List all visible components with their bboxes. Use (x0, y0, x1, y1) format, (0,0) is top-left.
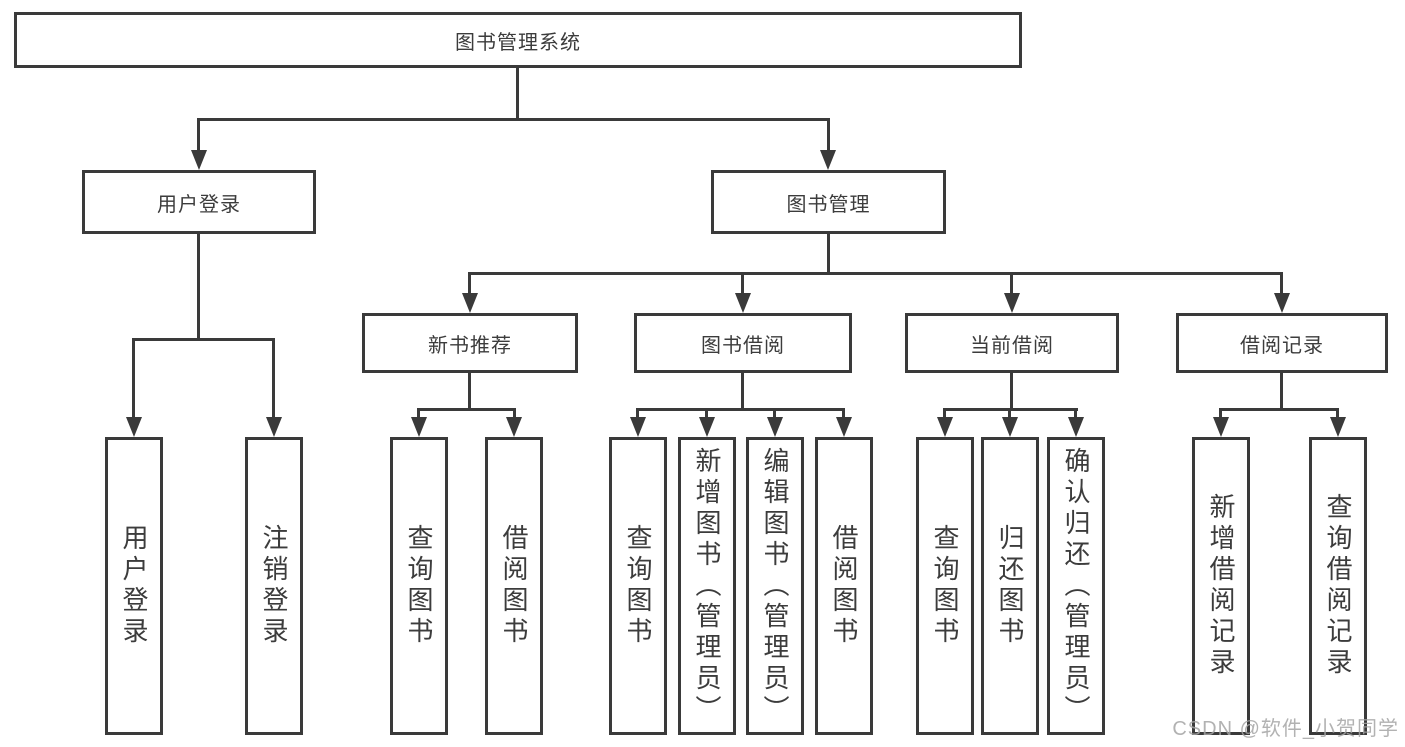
arrowhead-icon (836, 417, 852, 437)
connector-line (417, 408, 516, 411)
connector-line (1280, 272, 1283, 298)
connector-line (468, 272, 1283, 275)
connector-line (197, 118, 830, 121)
connector-line (773, 408, 776, 420)
arrowhead-icon (735, 293, 751, 313)
connector-line (132, 338, 275, 341)
arrowhead-icon (191, 150, 207, 170)
node-book-management: 图书管理 (711, 170, 946, 234)
node-library-management-system: 图书管理系统 (14, 12, 1022, 68)
connector-line (827, 118, 830, 156)
connector-line (1010, 272, 1013, 298)
arrowhead-icon (1068, 417, 1084, 437)
leaf-query-books-current: 查询图书 (916, 437, 974, 735)
connector-line (197, 234, 200, 338)
node-borrowing-records: 借阅记录 (1176, 313, 1388, 373)
connector-line (636, 408, 639, 420)
connector-line (1219, 408, 1339, 411)
arrowhead-icon (1002, 417, 1018, 437)
leaf-query-books-recommend: 查询图书 (390, 437, 448, 735)
leaf-edit-books-admin: 编辑图书（管理员） (746, 437, 804, 735)
arrowhead-icon (767, 417, 783, 437)
connector-line (741, 272, 744, 298)
arrowhead-icon (506, 417, 522, 437)
leaf-borrow-books: 借阅图书 (815, 437, 873, 735)
node-book-borrowing: 图书借阅 (634, 313, 852, 373)
arrowhead-icon (820, 150, 836, 170)
connector-line (197, 118, 200, 156)
arrowhead-icon (411, 417, 427, 437)
connector-line (468, 373, 471, 408)
connector-line (842, 408, 845, 420)
leaf-user-login: 用户登录 (105, 437, 163, 735)
connector-line (1336, 408, 1339, 420)
leaf-return-books: 归还图书 (981, 437, 1039, 735)
node-user-login: 用户登录 (82, 170, 316, 234)
connector-line (513, 408, 516, 420)
node-new-book-recommend: 新书推荐 (362, 313, 578, 373)
leaf-borrow-books-recommend: 借阅图书 (485, 437, 543, 735)
csdn-watermark: CSDN @软件_小贺同学 (1172, 718, 1399, 740)
leaf-logout: 注销登录 (245, 437, 303, 735)
arrowhead-icon (937, 417, 953, 437)
arrowhead-icon (1004, 293, 1020, 313)
connector-line (1219, 408, 1222, 420)
leaf-query-borrow-record: 查询借阅记录 (1309, 437, 1367, 735)
arrowhead-icon (462, 293, 478, 313)
leaf-add-books-admin: 新增图书（管理员） (678, 437, 736, 735)
arrowhead-icon (1330, 417, 1346, 437)
leaf-query-books-borrowing: 查询图书 (609, 437, 667, 735)
leaf-add-borrow-record: 新增借阅记录 (1192, 437, 1250, 735)
connector-line (272, 338, 275, 420)
connector-line (943, 408, 946, 420)
arrowhead-icon (630, 417, 646, 437)
connector-line (827, 234, 830, 272)
connector-line (1008, 408, 1011, 420)
arrowhead-icon (1274, 293, 1290, 313)
connector-line (132, 338, 135, 420)
leaf-confirm-return-admin: 确认归还（管理员） (1047, 437, 1105, 735)
connector-line (1074, 408, 1077, 420)
connector-line (417, 408, 420, 420)
arrowhead-icon (1213, 417, 1229, 437)
connector-line (741, 373, 744, 408)
arrowhead-icon (699, 417, 715, 437)
connector-line (516, 68, 519, 120)
connector-line (1010, 373, 1013, 408)
connector-line (468, 272, 471, 298)
connector-line (1280, 373, 1283, 408)
arrowhead-icon (126, 417, 142, 437)
connector-line (705, 408, 708, 420)
node-current-borrowing: 当前借阅 (905, 313, 1119, 373)
arrowhead-icon (266, 417, 282, 437)
connector-line (636, 408, 845, 411)
